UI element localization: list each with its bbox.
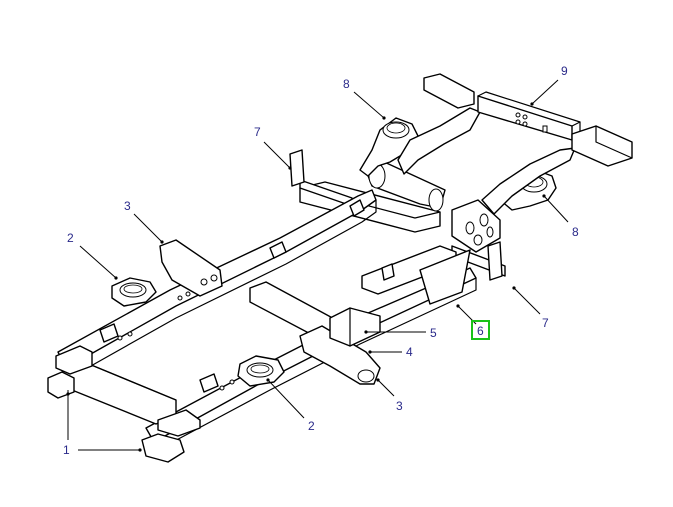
- callout-3-bottom[interactable]: 3: [396, 399, 403, 413]
- callout-9[interactable]: 9: [561, 64, 568, 78]
- callout-8-top[interactable]: 8: [343, 77, 350, 91]
- callout-6-highlight-box: [471, 320, 490, 340]
- callout-2-bottom[interactable]: 2: [308, 419, 315, 433]
- callout-7-left[interactable]: 7: [254, 125, 261, 139]
- callout-4[interactable]: 4: [406, 345, 413, 359]
- callout-7-right[interactable]: 7: [542, 316, 549, 330]
- callout-8-right[interactable]: 8: [572, 225, 579, 239]
- callout-1[interactable]: 1: [63, 443, 70, 457]
- callout-leaders: [66, 79, 569, 452]
- callout-labels: 1 2 2 3 3 4 5 6 7 7 8 8 9: [63, 64, 579, 457]
- callout-5[interactable]: 5: [430, 326, 437, 340]
- callout-2-left[interactable]: 2: [67, 231, 74, 245]
- callout-3-left[interactable]: 3: [124, 199, 131, 213]
- callout-6[interactable]: 6: [477, 324, 484, 338]
- chassis-frame: [47, 73, 633, 463]
